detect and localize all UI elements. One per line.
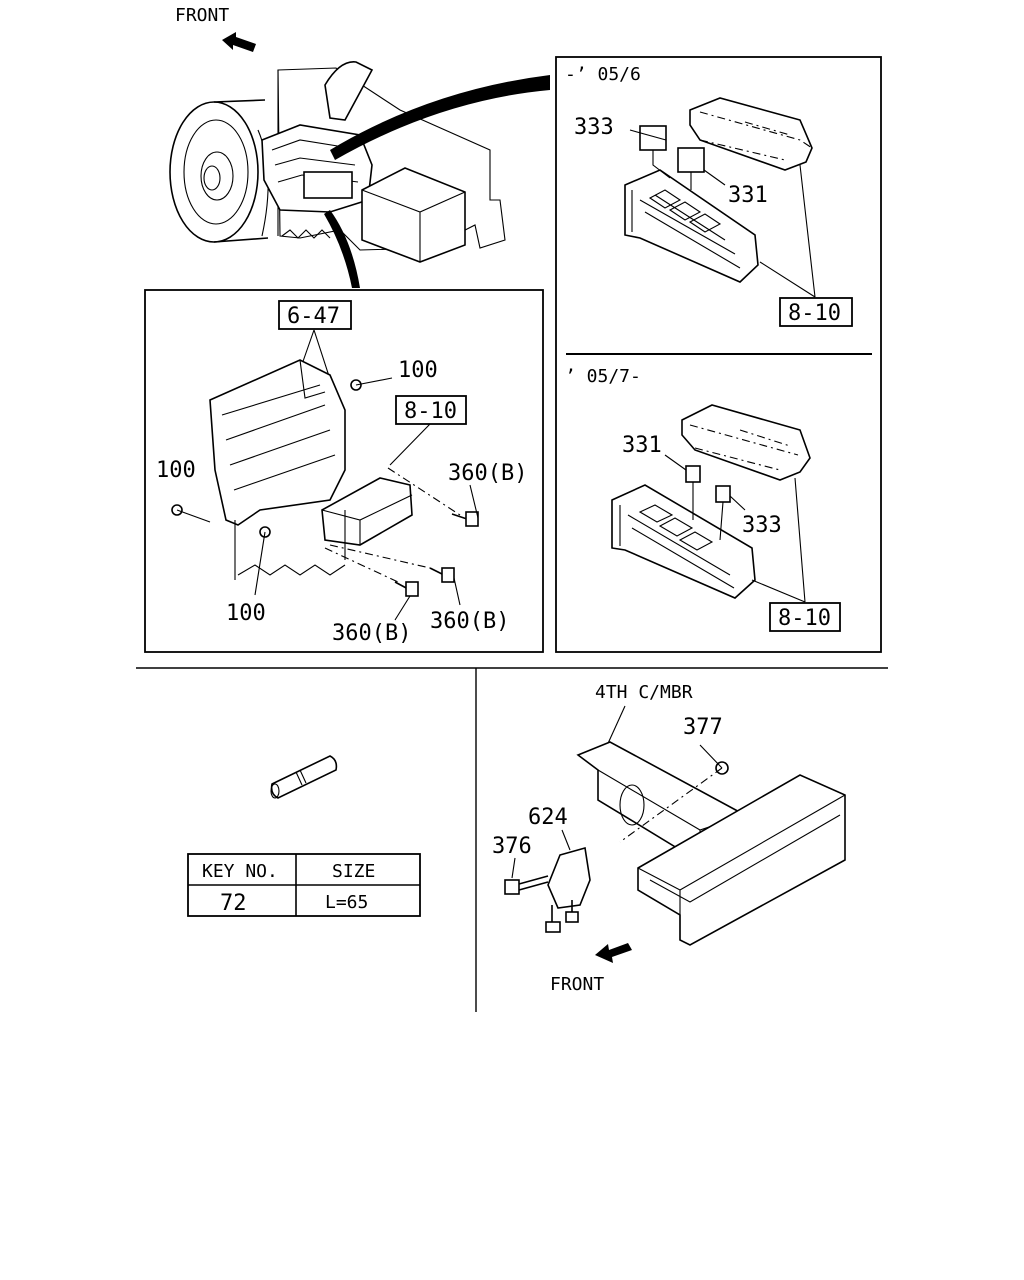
front-label-bottom: FRONT xyxy=(550,974,604,995)
period-label-late: ’ 05/7- xyxy=(565,366,641,387)
part-377: 377 xyxy=(683,715,723,740)
ref-8-10-late: 8-10 xyxy=(778,606,831,631)
ref-box-8-10-early xyxy=(779,297,853,327)
relay-331-late xyxy=(685,465,701,483)
front-arrow-top xyxy=(222,32,256,52)
period-label-early: -’ 05/6 xyxy=(565,64,641,85)
size-table-cell-size: L=65 xyxy=(325,892,368,913)
fuse-mount-assembly: 6-47 8-10 100 100 100 360(B) 360(B) 3 xyxy=(156,300,527,646)
part-624: 624 xyxy=(528,805,568,830)
part-360-a: 360(B) xyxy=(448,461,527,486)
part-100-b: 100 xyxy=(156,458,196,483)
relay-331-early xyxy=(677,147,705,173)
size-table: KEY NO. SIZE 72 L=65 xyxy=(187,853,421,917)
part-360-b: 360(B) xyxy=(430,609,509,634)
part-100-c: 100 xyxy=(226,601,266,626)
size-table-cell-key: 72 xyxy=(220,891,247,916)
part-331-early: 331 xyxy=(728,183,768,208)
crossmember-label: 4TH C/MBR xyxy=(595,682,693,703)
ref-box-6-47 xyxy=(278,300,352,330)
front-label-top: FRONT xyxy=(175,5,229,26)
pipe-part xyxy=(270,755,338,799)
front-arrow-bottom xyxy=(595,943,632,963)
relay-box-early: -’ 05/6 333 331 8-10 xyxy=(565,64,853,327)
vehicle-overview: FRONT xyxy=(169,5,550,288)
size-table-header-size: SIZE xyxy=(332,861,375,882)
ref-8-10-early: 8-10 xyxy=(788,301,841,326)
size-table-header-key: KEY NO. xyxy=(202,861,278,882)
ref-6-47: 6-47 xyxy=(287,304,340,329)
part-333-early: 333 xyxy=(574,115,614,140)
relay-333-early xyxy=(639,125,667,151)
part-376: 376 xyxy=(492,834,532,859)
part-333-late: 333 xyxy=(742,513,782,538)
part-360-c: 360(B) xyxy=(332,621,411,646)
ref-box-8-10-late xyxy=(769,602,841,632)
relay-box-late: ’ 05/7- 331 333 8-10 xyxy=(565,366,841,632)
ref-box-8-10-main xyxy=(395,395,467,425)
part-331-late: 331 xyxy=(622,433,662,458)
crossmember-assembly: 4TH C/MBR 377 624 376 FRONT xyxy=(492,682,846,995)
part-100-a: 100 xyxy=(398,358,438,383)
relay-333-late xyxy=(715,485,731,503)
ref-8-10-main: 8-10 xyxy=(404,399,457,424)
